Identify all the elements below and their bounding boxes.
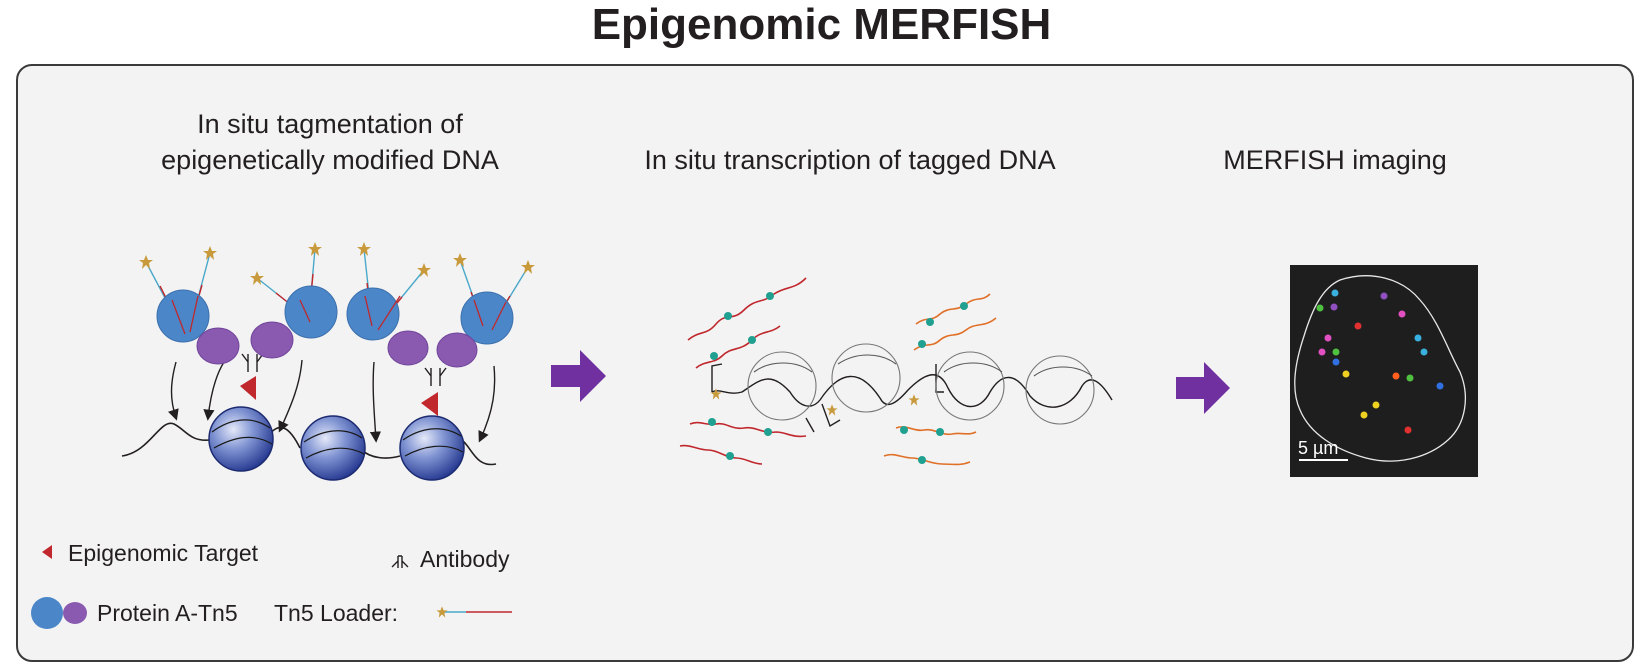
legend-target-label: Epigenomic Target (68, 540, 259, 566)
tn5-group (196, 321, 478, 368)
page-title: Epigenomic MERFISH (591, 0, 1052, 49)
legend-target-icon (42, 545, 52, 559)
protein-a-3 (346, 287, 400, 341)
step2-label: In situ transcription of tagged DNA (644, 145, 1056, 175)
tn5-3 (387, 330, 429, 366)
merfish-image (1290, 265, 1478, 477)
antibody-1 (241, 353, 264, 372)
protein-a-group (156, 285, 514, 345)
loader-stars (139, 242, 535, 285)
legend-protein-label: Protein A-Tn5 (97, 600, 238, 626)
protein-a-4 (460, 291, 514, 345)
tagmentation-arrows (168, 359, 496, 443)
legend-protein-a-icon (31, 597, 63, 629)
nucleosome-1 (208, 406, 274, 472)
step-arrow-2 (1176, 362, 1230, 414)
scale-bar-label: 5 µm (1298, 438, 1339, 458)
epigenomic-target-2 (421, 392, 438, 416)
legend-loader-icon (436, 606, 512, 618)
tn5-2 (250, 321, 294, 359)
legend-antibody-label: Antibody (420, 546, 510, 572)
legend-loader-label: Tn5 Loader: (274, 600, 399, 626)
tn5-4 (436, 332, 478, 368)
rna-red-strands (679, 277, 807, 465)
step1-label: In situ tagmentation of epigenetically m… (120, 106, 540, 178)
epigenomic-target-1 (240, 376, 256, 400)
nucleosome-2 (300, 415, 366, 481)
step1-line1: In situ tagmentation of (197, 109, 463, 139)
rna-orange-strands (883, 293, 997, 466)
step1-line2: epigenetically modified DNA (161, 145, 499, 175)
transcription-illustration (679, 277, 1113, 466)
protein-a-1 (156, 289, 210, 343)
step-arrow-1 (551, 350, 606, 402)
antibody-2 (424, 367, 447, 386)
step3-label: MERFISH imaging (1223, 145, 1447, 175)
legend-antibody-icon (391, 555, 409, 568)
legend-tn5-icon (63, 602, 87, 624)
merfish-spots (1316, 289, 1444, 434)
tagmentation-illustration (121, 242, 535, 481)
tn5-1 (196, 327, 240, 365)
loader-inner-lines (171, 295, 507, 335)
nucleosome-3 (399, 415, 465, 481)
protein-a-2 (284, 285, 338, 339)
rna-teal-labels (708, 292, 968, 464)
